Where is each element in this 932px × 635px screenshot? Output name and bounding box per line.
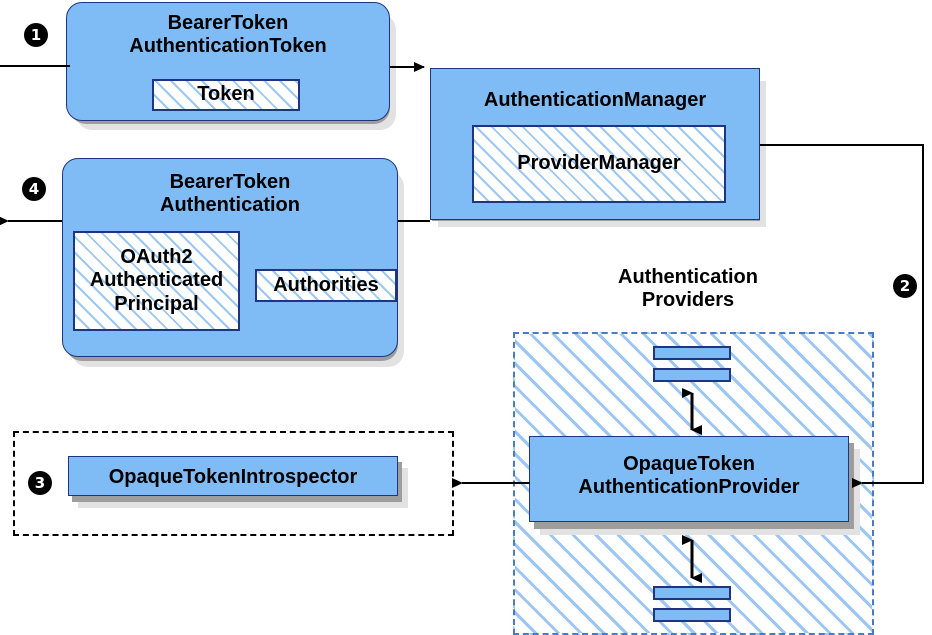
- opaque-token-introspector-title: OpaqueTokenIntrospector: [108, 466, 358, 488]
- oauth2-authenticated-principal-box[interactable]: OAuth2 Authenticated Principal: [73, 231, 240, 331]
- opaque-token-authentication-provider-title: OpaqueToken AuthenticationProvider: [578, 453, 800, 499]
- authentication-providers-title: Authentication Providers: [618, 266, 758, 312]
- step-badge-2: 2: [893, 274, 917, 298]
- provider-bar-bottom-2: [653, 608, 731, 622]
- authentication-manager[interactable]: AuthenticationManager ProviderManager: [430, 68, 760, 220]
- authentication-manager-title: AuthenticationManager: [483, 89, 707, 111]
- bearer-token-authentication-token-title: BearerToken AuthenticationToken: [129, 12, 327, 58]
- step-badge-1: 1: [24, 23, 48, 47]
- provider-bar-top-1: [653, 346, 731, 360]
- token-box[interactable]: Token: [152, 79, 300, 111]
- authorities-box[interactable]: Authorities: [255, 269, 397, 302]
- provider-bar-bottom-1: [653, 586, 731, 600]
- step-badge-3: 3: [28, 471, 52, 495]
- step-badge-4: 4: [22, 177, 46, 201]
- bearer-token-authentication[interactable]: BearerToken Authentication OAuth2 Authen…: [62, 158, 398, 357]
- opaque-token-authentication-provider[interactable]: OpaqueToken AuthenticationProvider: [529, 436, 849, 522]
- provider-manager-box[interactable]: ProviderManager: [472, 125, 726, 203]
- bearer-token-authentication-token[interactable]: BearerToken AuthenticationToken Token: [66, 2, 390, 121]
- bearer-token-authentication-title: BearerToken Authentication: [160, 171, 300, 217]
- opaque-token-introspector[interactable]: OpaqueTokenIntrospector: [68, 456, 398, 496]
- provider-bar-top-2: [653, 368, 731, 382]
